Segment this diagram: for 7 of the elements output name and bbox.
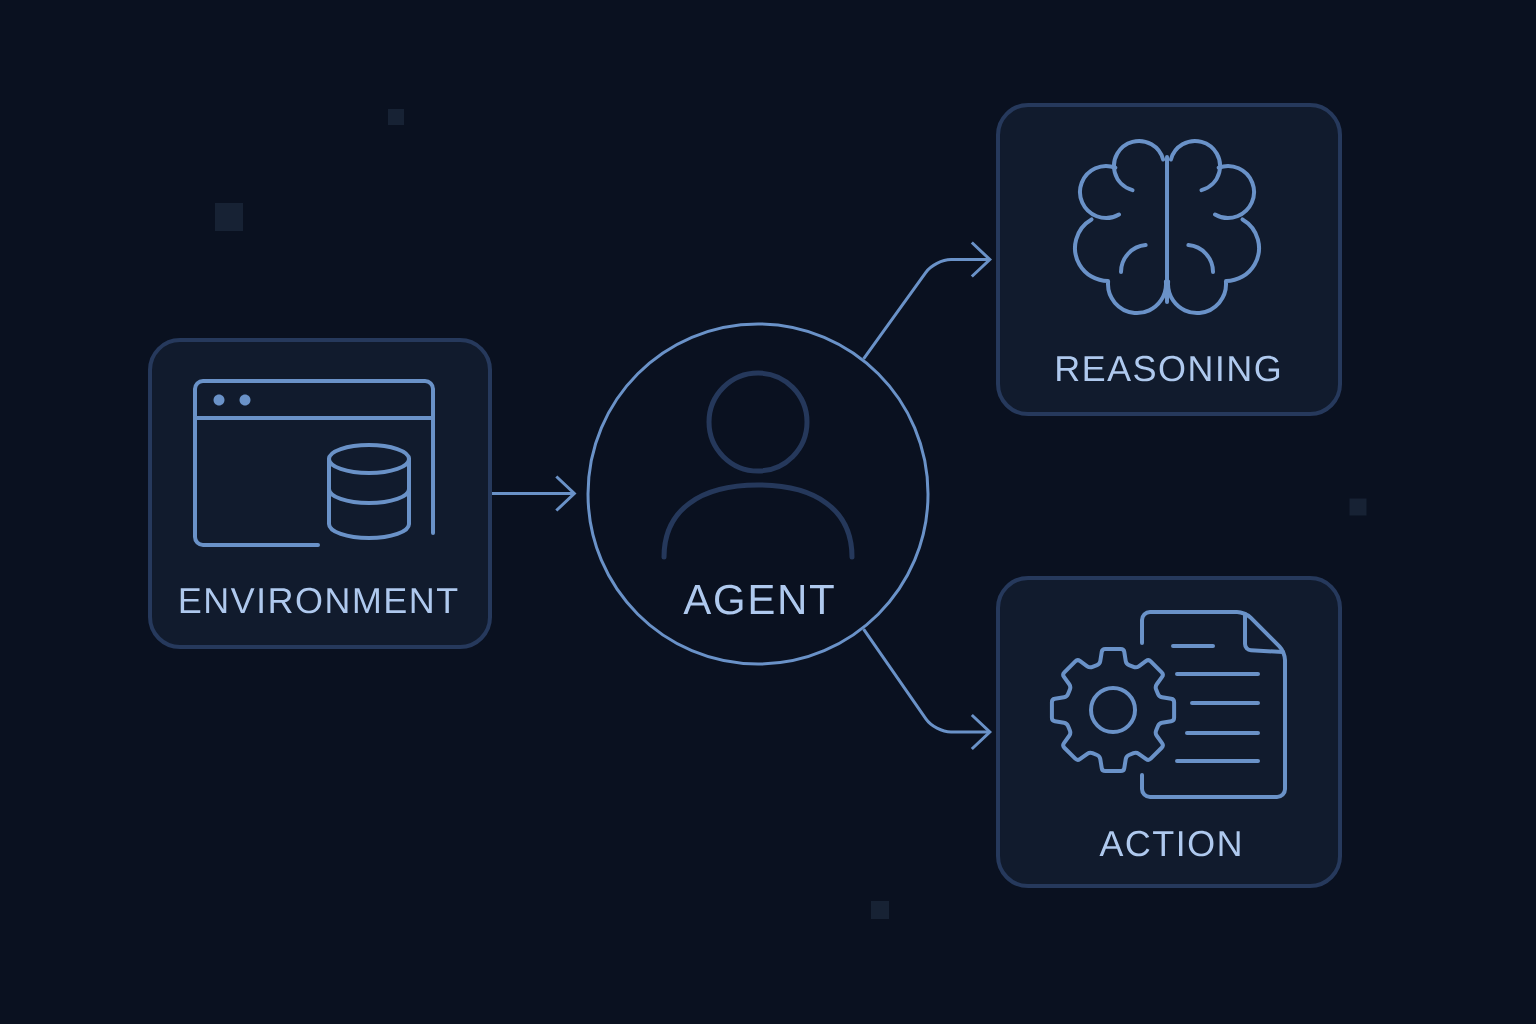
arrow [492,475,577,512]
rounded-box: ACTION [996,576,1342,888]
circle-node: AGENT [586,322,930,666]
arrow [862,628,992,751]
rounded-box: ENVIRONMENT [148,338,492,649]
rounded-box: REASONING [996,103,1342,416]
arrow [862,241,992,360]
